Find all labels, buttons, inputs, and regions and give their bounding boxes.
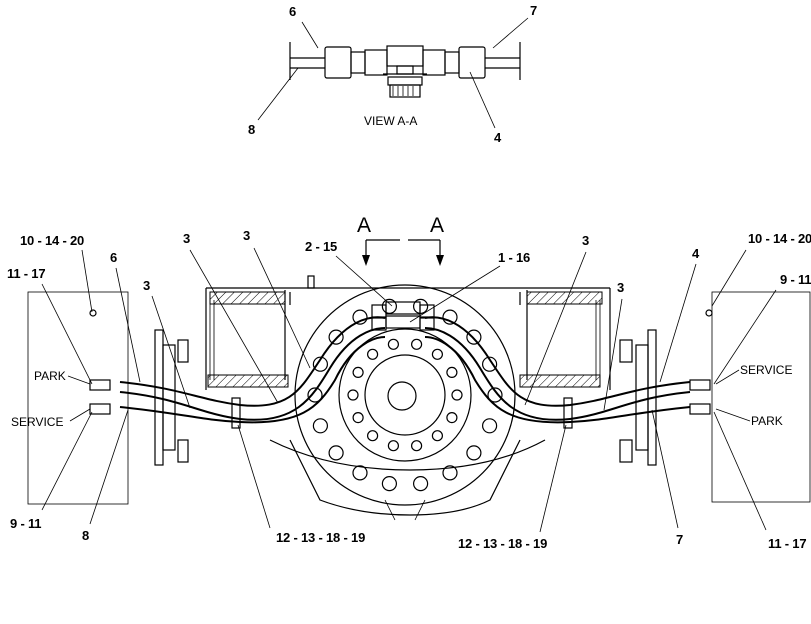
- hub-bolt: [381, 298, 397, 314]
- hub-bolt: [466, 329, 482, 345]
- callout-3-d: 3: [582, 233, 589, 248]
- hub-bolt: [446, 366, 458, 378]
- section-marker-left: A: [357, 214, 371, 237]
- hub-bolt: [446, 412, 458, 424]
- brake-lines: [119, 316, 691, 429]
- callout-7-top: 7: [530, 3, 537, 18]
- left-wheel-end: [27, 291, 189, 505]
- hub-bolt: [482, 418, 498, 434]
- callout-4-top: 4: [494, 130, 502, 145]
- hub-bolt: [411, 440, 423, 452]
- callout-1-16: 1 - 16: [498, 250, 530, 265]
- callout-2-15: 2 - 15: [305, 239, 337, 254]
- hub-bolt: [387, 338, 399, 350]
- callout-3-b: 3: [183, 231, 190, 246]
- callout-12-13-18-19-right: 12 - 13 - 18 - 19: [458, 536, 547, 551]
- hub-bolt: [381, 476, 397, 492]
- hub-bolt: [367, 430, 379, 442]
- callout-10-14-20-left: 10 - 14 - 20: [20, 233, 84, 248]
- hub-bolt: [413, 476, 429, 492]
- hub-bolt: [352, 412, 364, 424]
- hub-bolt: [328, 445, 344, 461]
- callout-9-11-right: 9 - 11: [780, 272, 811, 287]
- differential-hub: [294, 284, 516, 506]
- callout-7-main: 7: [676, 532, 683, 547]
- label-park-left: PARK: [34, 369, 66, 383]
- callout-6-main: 6: [110, 250, 117, 265]
- callout-9-11-left: 9 - 11: [10, 516, 41, 531]
- hub-bolt: [451, 389, 463, 401]
- hub-bolt: [347, 389, 359, 401]
- hub-bolt: [487, 387, 503, 403]
- hub-bolt: [328, 329, 344, 345]
- label-service-left: SERVICE: [11, 415, 63, 429]
- hub-bolt: [367, 348, 379, 360]
- hub-bolt: [413, 298, 429, 314]
- section-marker-a-a: [362, 239, 444, 266]
- hub-bolt: [466, 445, 482, 461]
- label-park-right: PARK: [751, 414, 783, 428]
- hub-bolt: [387, 440, 399, 452]
- hub-bolt: [411, 338, 423, 350]
- callout-8-main: 8: [82, 528, 89, 543]
- hub-bolt: [352, 366, 364, 378]
- callout-4-main: 4: [692, 246, 700, 261]
- callout-10-14-20-right: 10 - 14 - 20: [748, 231, 811, 246]
- callout-11-17-left: 11 - 17: [7, 266, 45, 281]
- hub-bolt: [442, 465, 458, 481]
- callout-8-top: 8: [248, 122, 255, 137]
- callout-3-c: 3: [243, 228, 250, 243]
- callout-3-e: 3: [617, 280, 624, 295]
- callout-3-a: 3: [143, 278, 150, 293]
- view-a-a-caption: VIEW A-A: [364, 114, 417, 128]
- callout-6-top: 6: [289, 4, 296, 19]
- callout-12-13-18-19-left: 12 - 13 - 18 - 19: [276, 530, 365, 545]
- hub-bolt: [307, 387, 323, 403]
- hub-bolt: [312, 418, 328, 434]
- right-wheel-end: [619, 291, 811, 503]
- hub-bolt: [352, 309, 368, 325]
- hub-bolt: [312, 356, 328, 372]
- axle-housing: [205, 275, 611, 521]
- hub-bolt: [431, 348, 443, 360]
- hub-bolt: [352, 465, 368, 481]
- label-service-right: SERVICE: [740, 363, 792, 377]
- callout-11-17-right: 11 - 17: [768, 536, 806, 551]
- center-tee-fittings: [371, 301, 435, 331]
- hub-bolt: [431, 430, 443, 442]
- hub-bolt: [482, 356, 498, 372]
- view-a-a-detail: [289, 42, 521, 98]
- hub-bolt: [442, 309, 458, 325]
- section-marker-right: A: [430, 214, 444, 237]
